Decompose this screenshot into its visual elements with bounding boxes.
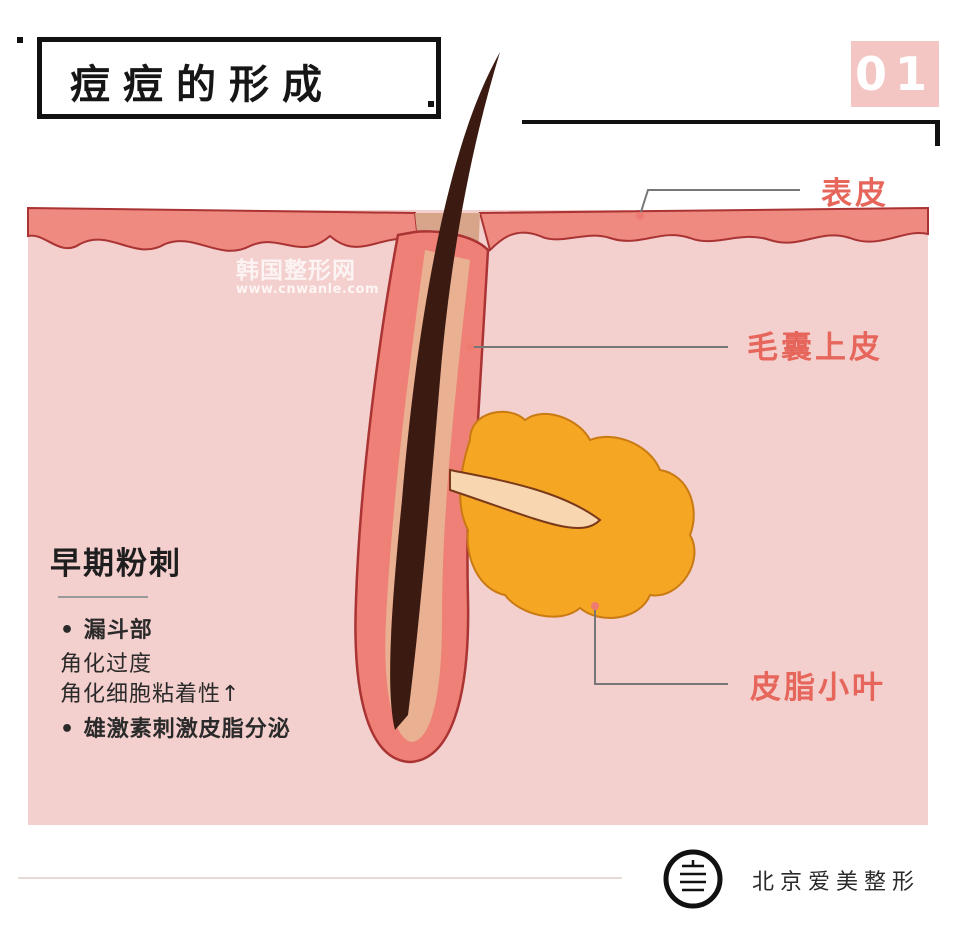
hair-shaft xyxy=(390,52,500,730)
watermark-name: 韩国整形网 xyxy=(236,258,356,284)
epidermis-leader xyxy=(639,189,800,216)
stage-note: 角化细胞粘着性↑ xyxy=(60,682,241,707)
sebaceous-dot xyxy=(591,602,599,610)
epidermis-left xyxy=(27,206,420,252)
epidermis-dot xyxy=(636,212,644,220)
stage-divider xyxy=(58,596,148,598)
stage-note: • 漏斗部 xyxy=(60,618,153,643)
brand-name: 北京爱美整形 xyxy=(752,870,921,895)
section-number-badge: 01 xyxy=(851,41,939,107)
stage-note: • 雄激素刺激皮脂分泌 xyxy=(60,717,291,742)
stage-title: 早期粉刺 xyxy=(50,546,182,582)
footer-rule xyxy=(18,877,622,879)
title-frame xyxy=(37,37,441,119)
header-rule xyxy=(522,120,940,124)
title-corner-mark xyxy=(428,101,434,107)
watermark-url: www.cnwanle.com xyxy=(236,282,380,297)
header-rule-tick xyxy=(935,120,940,146)
label-epidermis: 表皮 xyxy=(821,176,889,212)
title-corner-mark xyxy=(17,37,23,43)
brand-logo-icon xyxy=(663,849,723,909)
follicle-dot xyxy=(466,343,474,351)
sebum-duct xyxy=(449,468,602,529)
stage-note: 角化过度 xyxy=(60,652,153,677)
sebaceous-leader xyxy=(594,606,728,685)
epidermis-right xyxy=(478,206,929,252)
label-sebaceous-lobule: 皮脂小叶 xyxy=(750,670,886,706)
label-follicle-epithelium: 毛囊上皮 xyxy=(747,330,883,366)
page-title: 痘痘的形成 xyxy=(70,62,335,108)
